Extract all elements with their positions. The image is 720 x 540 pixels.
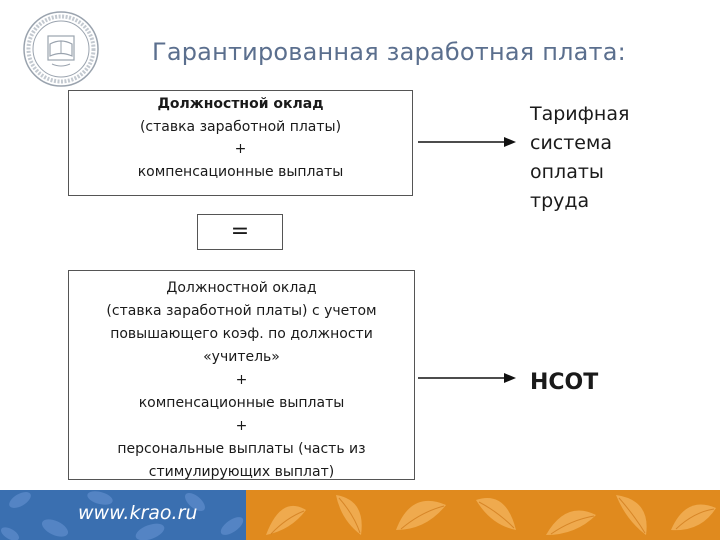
footer-blue-panel: www.krao.ru xyxy=(0,490,246,540)
label-line: система xyxy=(530,132,612,154)
equals-box: = xyxy=(197,214,283,250)
salary-components-box: Должностной оклад (ставка заработной пла… xyxy=(68,90,413,196)
box-line: «учитель» xyxy=(203,349,280,365)
box-line: Должностной оклад xyxy=(157,96,324,112)
footer-banner: www.krao.ru xyxy=(0,490,720,540)
box-line: (ставка заработной платы) с учетом xyxy=(106,303,377,319)
box-line: стимулирующих выплат) xyxy=(148,464,335,480)
footer-url: www.krao.ru xyxy=(78,502,198,524)
box-line: компенсационные выплаты xyxy=(138,395,345,411)
label-line: труда xyxy=(530,190,590,212)
box-line: компенсационные выплаты xyxy=(137,163,344,180)
label-line: Тарифная xyxy=(530,103,630,125)
box-line: + xyxy=(234,141,247,157)
page-title: Гарантированная заработная плата: xyxy=(152,38,626,66)
tariff-system-label: Тарифная система оплаты труда xyxy=(530,100,629,216)
leaf-pattern xyxy=(266,495,716,535)
box-line: (ставка заработной платы) xyxy=(139,118,342,135)
box-line: + xyxy=(235,418,248,434)
university-seal-logo xyxy=(23,11,99,87)
box-line: Должностной оклад xyxy=(166,280,317,296)
label-line: оплаты xyxy=(530,161,604,183)
arrow-right-icon xyxy=(418,137,516,147)
nsot-components-box: Должностной оклад (ставка заработной пла… xyxy=(68,270,415,480)
arrow-right-icon xyxy=(418,373,516,383)
leaf-pattern xyxy=(0,491,244,540)
box-line: персональные выплаты (часть из xyxy=(117,441,366,457)
nsot-label: НСОТ xyxy=(530,370,599,395)
box-line: + xyxy=(235,372,248,388)
box-line: повышающего коэф. по должности xyxy=(110,326,373,342)
footer-orange-panel xyxy=(246,490,720,540)
